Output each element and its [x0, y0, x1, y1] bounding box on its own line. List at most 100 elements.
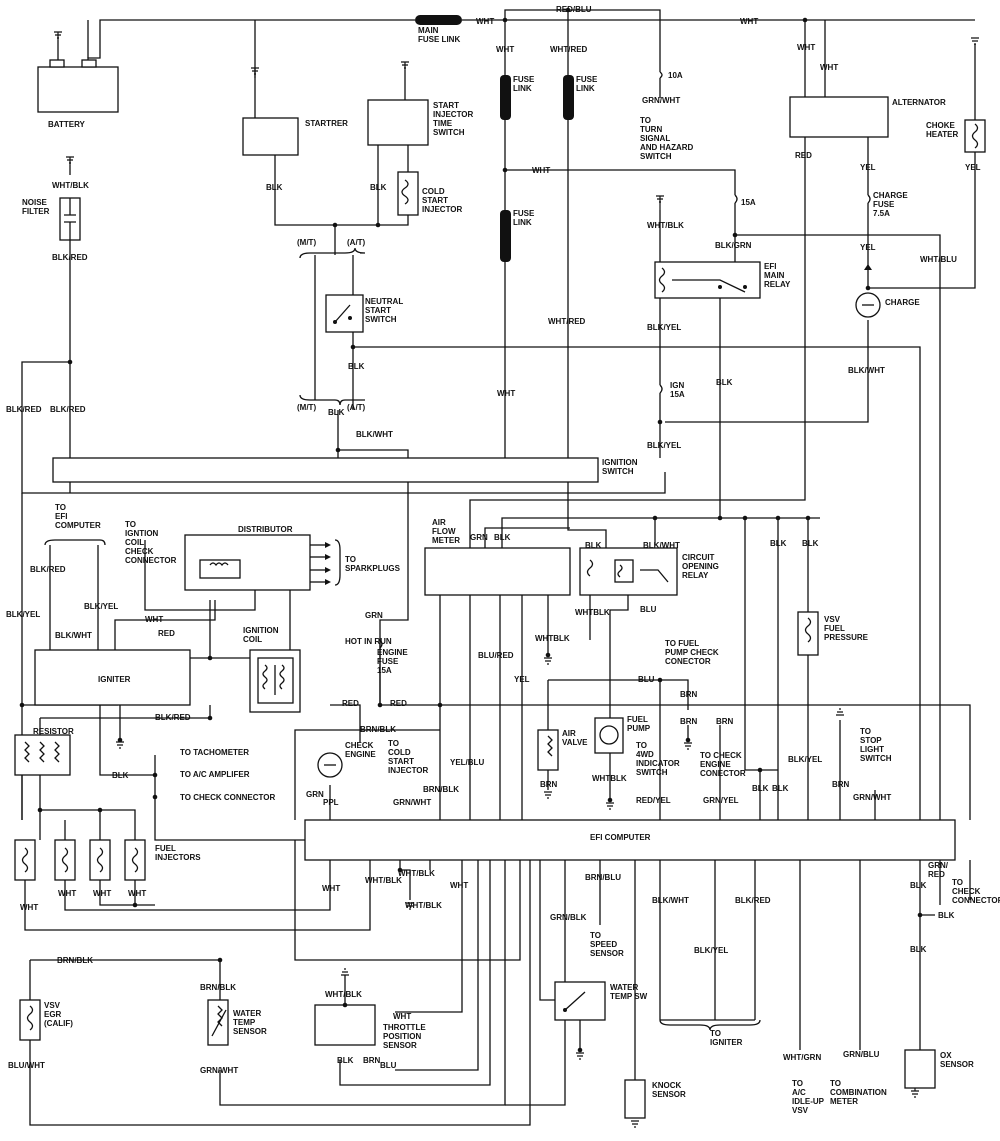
- wire-grn-wht-2: GRN/WHT: [853, 793, 891, 802]
- igniter-box: [34, 649, 191, 706]
- wire-blk-5: BLK: [328, 408, 345, 417]
- junction-dots: [19, 7, 923, 1053]
- wire-brn-blk-4: BRN/BLK: [200, 983, 236, 992]
- wire-blk-13: BLK: [910, 881, 927, 890]
- ox-sensor-box: [904, 1049, 936, 1089]
- wire-yel-1: YEL: [860, 163, 876, 172]
- fuse-link-1-symbol: [500, 75, 511, 120]
- label-battery: BATTERY: [48, 120, 86, 129]
- wire-grn-blk: GRN/BLK: [550, 913, 587, 922]
- wire-grn-1: GRN: [470, 533, 488, 542]
- label-to-check-connector: TO CHECK CONNECTOR: [180, 793, 275, 802]
- wire-whtblk-2: WHTBLK: [535, 634, 570, 643]
- label-starter: STARTRER: [305, 119, 348, 128]
- wire-wht-red-1: WHT/RED: [550, 45, 588, 54]
- wire-red-3: RED: [342, 699, 359, 708]
- wire-blu-2: BLU: [638, 675, 655, 684]
- wire-blk-yel-3: BLK/YEL: [84, 602, 118, 611]
- braces: [44, 247, 761, 1031]
- wire-yel-4: YEL: [514, 675, 530, 684]
- wire-blk-wht-3: BLK/WHT: [643, 541, 680, 550]
- label-at-2: (A/T): [347, 403, 366, 412]
- neutral-start-switch-box: [325, 294, 364, 333]
- wire-wht-8: WHT: [145, 615, 163, 624]
- wire-wht-blk-5: WHT/BLK: [405, 901, 442, 910]
- wire-wht-blk-2: WHT/BLK: [647, 221, 684, 230]
- wire-blu-3: BLU: [380, 1061, 397, 1070]
- wire-blk-14: BLK: [938, 911, 955, 920]
- wire-wht-blk-6: WHT/BLK: [325, 990, 362, 999]
- wire-blu-wht: BLU/WHT: [8, 1061, 45, 1070]
- wire-blk-yel-5: BLK/YEL: [788, 755, 822, 764]
- air-valve-box: [537, 729, 559, 771]
- label-efi-computer: EFI COMPUTER: [590, 833, 651, 842]
- wire-blk-red-1: BLK/RED: [52, 253, 88, 262]
- knock-sensor-box: [624, 1079, 646, 1119]
- wire-blk-9: BLK: [802, 539, 819, 548]
- wire-grn-blu: GRN/BLU: [843, 1050, 880, 1059]
- wire-blk-red-2: BLK/RED: [6, 405, 42, 414]
- wire-wht-blk-4: WHT/BLK: [365, 876, 402, 885]
- wire-red-blu: RED/BLU: [556, 5, 592, 14]
- fuse-link-2-symbol: [563, 75, 574, 120]
- air-flow-meter-box: [424, 547, 571, 596]
- wire-blk-3: BLK: [348, 362, 365, 371]
- wire-grn-yel: GRN/YEL: [703, 796, 739, 805]
- wire-blk-4: BLK: [716, 378, 733, 387]
- wire-blu-red: BLU/RED: [478, 651, 514, 660]
- alternator-box: [789, 96, 889, 138]
- wire-blk-red-5: BLK/RED: [155, 713, 191, 722]
- wire-blk-grn: BLK/GRN: [715, 241, 752, 250]
- label-hot-in-run: HOT IN RUN: [345, 637, 392, 646]
- wire-wht-2: WHT: [740, 17, 758, 26]
- start-injector-time-switch-box: [367, 99, 429, 146]
- label-alternator: ALTERNATOR: [892, 98, 946, 107]
- wire-wht-3: WHT: [496, 45, 514, 54]
- wire-brn-blu: BRN/BLU: [585, 873, 621, 882]
- wire-blk-11: BLK: [752, 784, 769, 793]
- ignition-switch-box: [52, 457, 599, 483]
- label-mt-2: (M/T): [297, 403, 316, 412]
- wire-wht-6: WHT: [532, 166, 550, 175]
- components: [14, 15, 986, 1119]
- wire-wht-grn: WHT/GRN: [783, 1053, 821, 1062]
- wire-blk-red-6: BLK/RED: [735, 896, 771, 905]
- wire-wht-4: WHT: [797, 43, 815, 52]
- injector-2: [54, 839, 76, 881]
- wire-blk-7: BLK: [585, 541, 602, 550]
- wire-blu-1: BLU: [640, 605, 657, 614]
- wire-wht-red-2: WHT/RED: [548, 317, 586, 326]
- wire-brn-6: BRN: [363, 1056, 381, 1065]
- wire-wht-10: WHT: [322, 884, 340, 893]
- wire-grn-2: GRN: [365, 611, 383, 620]
- label-igniter: IGNITER: [98, 675, 131, 684]
- wire-brn-blk-1: BRN/BLK: [360, 725, 396, 734]
- wire-brn-1: BRN: [680, 690, 698, 699]
- wire-blk-15: BLK: [910, 945, 927, 954]
- wire-blk-2: BLK: [370, 183, 387, 192]
- label-resistor: RESISTOR: [33, 727, 74, 736]
